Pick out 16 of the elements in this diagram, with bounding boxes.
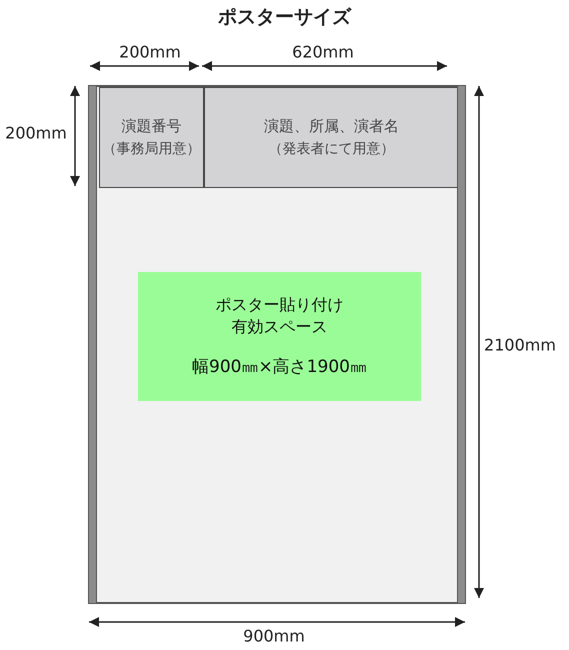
dimension-label: 200mm bbox=[5, 124, 67, 142]
note-text: （事務局用意） bbox=[102, 140, 200, 160]
header-cell bbox=[99, 87, 204, 188]
dimension-label: 620mm bbox=[292, 42, 354, 62]
poster-area bbox=[138, 272, 421, 401]
heading-text: 演題、所属、演者名 bbox=[264, 116, 399, 136]
header-cell bbox=[204, 87, 459, 188]
note-text: 幅900㎜×高さ1900㎜ bbox=[192, 356, 367, 379]
poster-board bbox=[88, 85, 466, 604]
dimension-label: 900mm bbox=[243, 626, 305, 646]
heading-text: ポスター貼り付け有効スペース bbox=[214, 294, 344, 338]
dimension-label: 2100mm bbox=[484, 336, 556, 354]
diagram-title: ポスターサイズ bbox=[217, 5, 352, 30]
heading-text: 演題番号 bbox=[122, 116, 182, 136]
dimension-label: 200mm bbox=[119, 42, 181, 62]
note-text: （発表者にて用意） bbox=[268, 140, 394, 160]
